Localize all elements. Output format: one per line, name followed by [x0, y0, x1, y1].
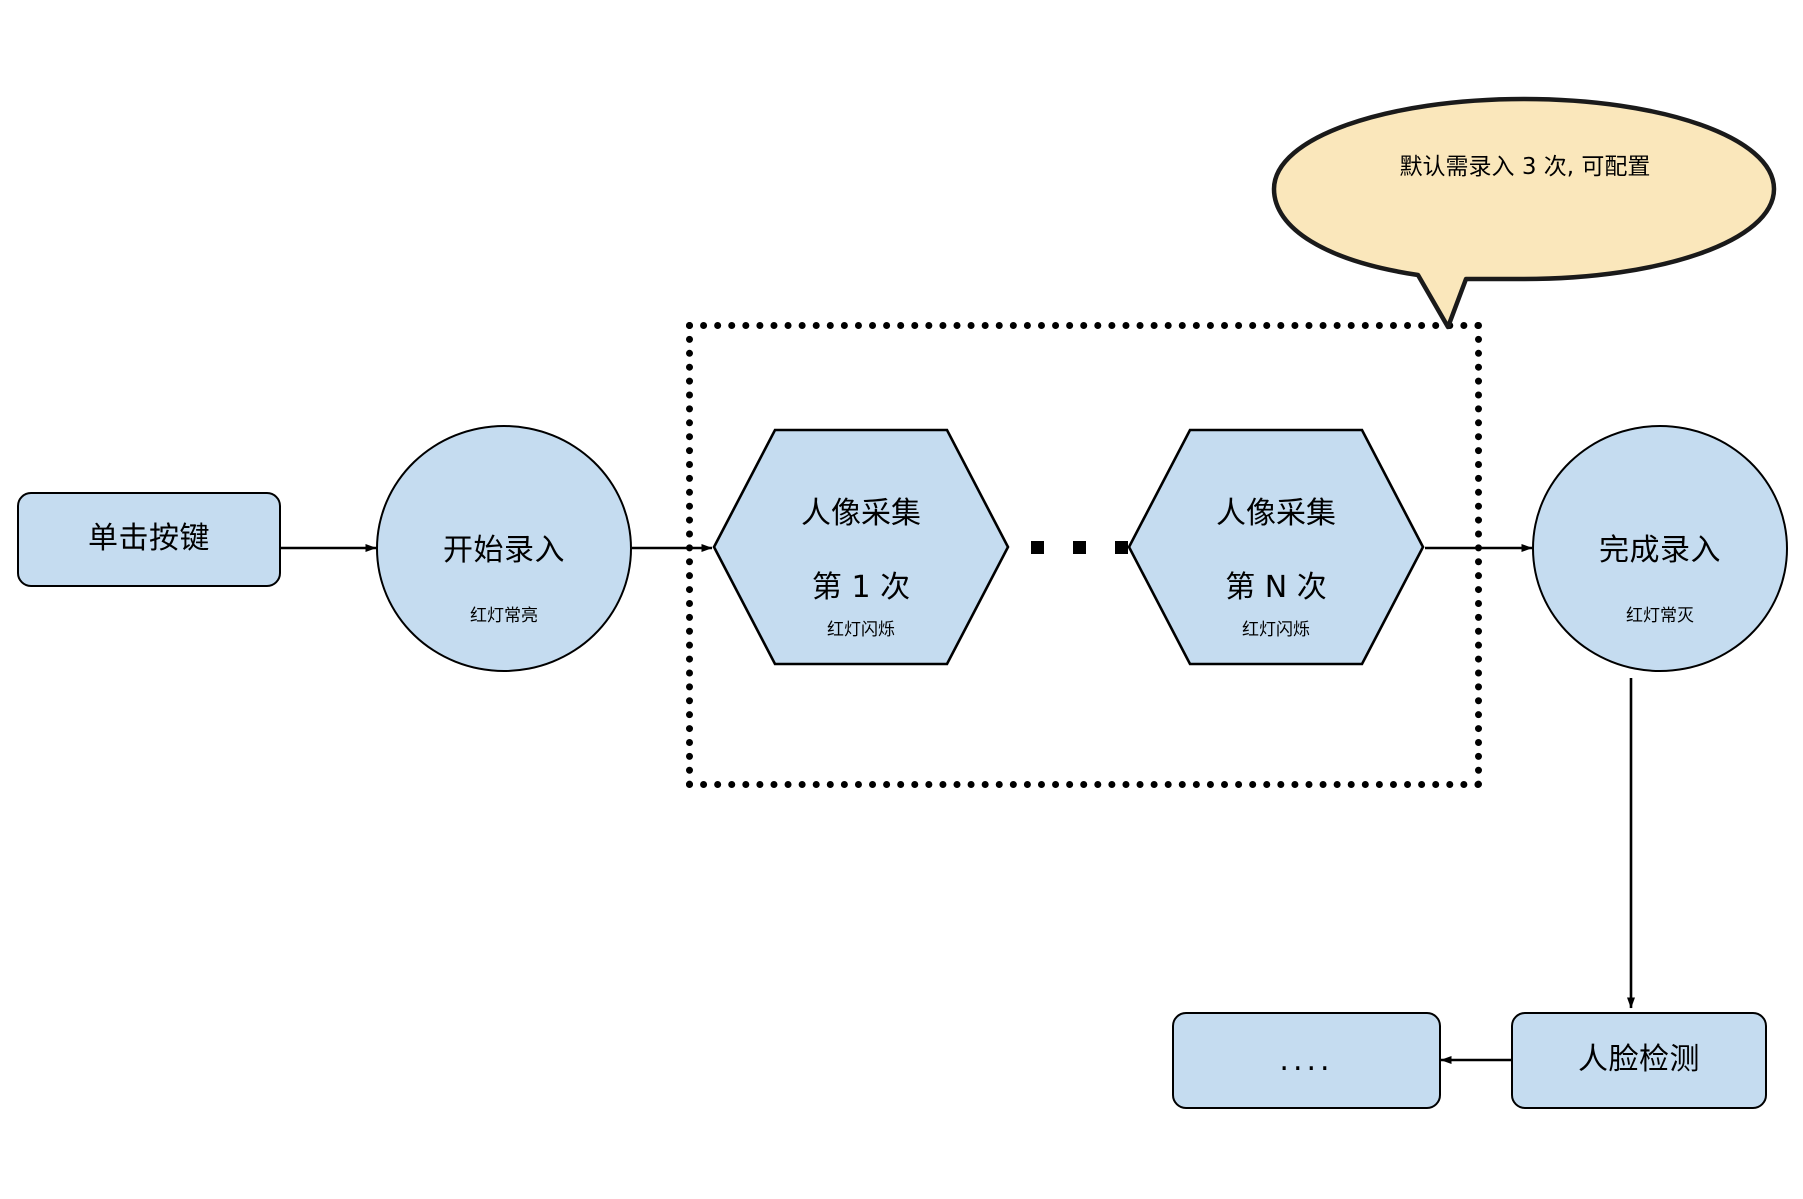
node-capture-nth-label-line1: 人像采集	[1216, 496, 1336, 531]
node-capture-first[interactable]: 人像采集 第 1 次 红灯闪烁	[712, 428, 1010, 666]
repeat-count-callout: 默认需录入 3 次, 可配置	[1270, 95, 1780, 335]
node-press-key[interactable]: 单击按键	[17, 492, 281, 587]
node-capture-first-status: 红灯闪烁	[827, 620, 895, 640]
node-capture-nth-label-line2: 第 N 次	[1225, 570, 1327, 605]
node-start-enroll-status: 红灯常亮	[470, 606, 538, 626]
node-capture-nth[interactable]: 人像采集 第 N 次 红灯闪烁	[1127, 428, 1425, 666]
hexagon-shape-first	[712, 428, 1010, 666]
hexagon-shape-nth	[1127, 428, 1425, 666]
node-press-key-label: 单击按键	[88, 521, 210, 557]
node-capture-first-label-line2: 第 1 次	[811, 570, 911, 605]
callout-shape	[1271, 96, 1777, 330]
node-start-enroll-label: 开始录入	[443, 533, 565, 569]
node-capture-first-label-line1: 人像采集	[801, 496, 921, 531]
node-finish-enroll-label: 完成录入	[1599, 533, 1721, 569]
capture-loop-group-box	[686, 322, 1482, 788]
node-more-steps[interactable]: ....	[1172, 1012, 1441, 1109]
node-capture-nth-status: 红灯闪烁	[1242, 620, 1310, 640]
node-face-detect-label: 人脸检测	[1578, 1042, 1700, 1078]
node-more-steps-label: ....	[1279, 1043, 1334, 1078]
node-finish-enroll[interactable]: 完成录入 红灯常灭	[1532, 425, 1788, 672]
node-face-detect[interactable]: 人脸检测	[1511, 1012, 1767, 1109]
callout-text: 默认需录入 3 次, 可配置	[1399, 154, 1651, 180]
node-finish-enroll-status: 红灯常灭	[1626, 606, 1694, 626]
node-start-enroll[interactable]: 开始录入 红灯常亮	[376, 425, 632, 672]
